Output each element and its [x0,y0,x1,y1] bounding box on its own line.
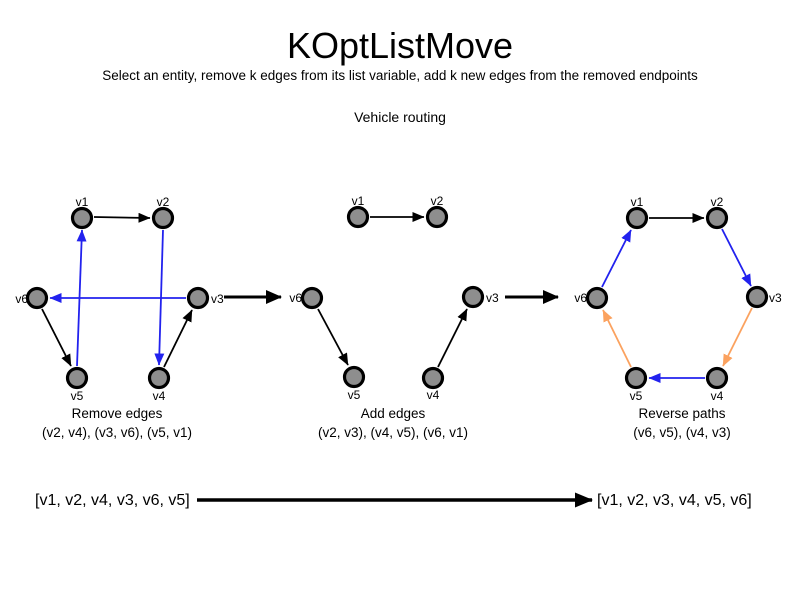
add-node-v6 [300,286,324,310]
add-node-v3 [461,285,485,309]
caption-add-edges-title: Add edges [360,406,426,421]
reverse-node-v5 [624,366,648,390]
reverse-node-v3 [745,285,769,309]
add-node-v4 [421,366,445,390]
add-node-label-v6: v6 [289,291,302,305]
add-node-v5 [342,365,366,389]
reverse-node-v2 [705,206,729,230]
page-title: KOptListMove [286,25,514,66]
reverse-node-label-v6: v6 [574,291,587,305]
example-label: Vehicle routing [354,109,446,125]
add-node-label-v5: v5 [348,388,361,402]
add-edge-v4-v3 [437,308,468,368]
add-node-label-v3: v3 [486,291,499,305]
reverse-node-label-v3: v3 [769,291,782,305]
remove-node-v4 [147,366,171,390]
caption-add-edges: Add edges (v2, v3), (v4, v5), (v6, v1) [273,405,513,442]
graph-remove-edges: v1 v2 v6 v3 v5 v4 [15,195,224,403]
reverse-edge-v6-v1 [601,229,632,288]
remove-edge-v1-v2 [93,212,151,223]
remove-node-v2 [151,206,175,230]
caption-reverse-paths-title: Reverse paths [638,406,726,421]
remove-node-label-v2: v2 [157,195,170,209]
caption-reverse-paths: Reverse paths (v6, v5), (v4, v3) [562,405,800,442]
graph-add-edges: v1 v2 v6 v3 v5 v4 [289,194,499,402]
caption-remove-edges: Remove edges (v2, v4), (v3, v6), (v5, v1… [0,405,237,442]
reverse-edge-v5-v6 [602,309,632,368]
reverse-node-label-v5: v5 [630,389,643,403]
caption-reverse-paths-detail: (v6, v5), (v4, v3) [633,424,731,440]
reverse-node-label-v1: v1 [631,195,644,209]
caption-remove-edges-detail: (v2, v4), (v3, v6), (v5, v1) [41,424,193,440]
reverse-node-v1 [625,206,649,230]
before-list: [v1, v2, v4, v3, v6, v5] [35,492,190,509]
remove-node-label-v4: v4 [153,389,166,403]
add-node-v1 [346,205,370,229]
graph-reverse-paths: v1 v2 v6 v3 v5 v4 [574,195,782,403]
reverse-node-v6 [585,286,609,310]
after-list: [v1, v2, v3, v4, v5, v6] [597,492,752,509]
page-subtitle: Select an entity, remove k edges from it… [102,68,698,83]
reverse-node-v4 [705,366,729,390]
remove-edge-v6-v5 [41,308,72,367]
remove-node-v5 [65,366,89,390]
remove-node-v3 [186,286,210,310]
caption-add-edges-detail: (v2, v3), (v4, v5), (v6, v1) [317,424,469,440]
caption-remove-edges-title: Remove edges [71,406,163,421]
remove-node-label-v6: v6 [15,292,28,306]
add-node-label-v4: v4 [427,388,440,402]
add-node-label-v2: v2 [431,194,444,208]
reverse-node-label-v4: v4 [711,389,724,403]
reverse-edge-v3-v4 [722,307,753,367]
remove-edge-v5-v1 [76,229,87,367]
add-node-v2 [425,205,449,229]
add-node-label-v1: v1 [352,194,365,208]
remove-node-v6 [25,286,49,310]
remove-node-label-v1: v1 [76,195,89,209]
remove-node-label-v3: v3 [211,292,224,306]
reverse-edge-v2-v3 [721,228,752,287]
remove-node-label-v5: v5 [71,389,84,403]
reverse-node-label-v2: v2 [711,195,724,209]
remove-node-v1 [70,206,94,230]
remove-edge-v4-v3 [163,309,193,368]
add-edge-v6-v5 [317,308,349,366]
